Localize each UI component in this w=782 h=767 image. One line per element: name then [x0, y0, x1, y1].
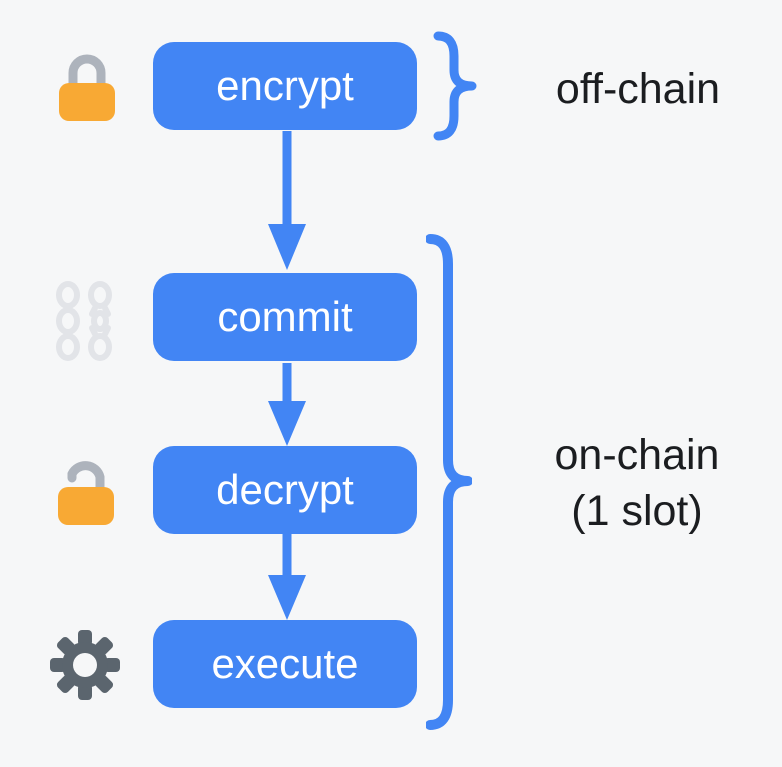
arrow-decrypt-to-execute [268, 534, 306, 620]
on-chain-label-line1: on-chain [554, 431, 720, 479]
on-chain-label: on-chain (1 slot) [517, 427, 757, 539]
gear-icon [50, 630, 120, 700]
node-commit: commit [153, 273, 417, 361]
broken-chain-icon [56, 281, 112, 361]
node-encrypt-label: encrypt [216, 62, 354, 109]
node-commit-label: commit [217, 293, 353, 340]
off-chain-label-text: off-chain [555, 65, 721, 113]
arrow-encrypt-to-commit [268, 131, 306, 270]
node-decrypt-label: decrypt [216, 466, 354, 513]
lock-closed-icon [59, 54, 115, 121]
on-chain-brace [426, 234, 472, 730]
node-execute-label: execute [211, 640, 359, 687]
node-execute: execute [153, 620, 417, 708]
node-decrypt: decrypt [153, 446, 417, 534]
lock-open-icon [58, 461, 114, 525]
on-chain-label-line2: (1 slot) [571, 487, 703, 535]
node-encrypt: encrypt [153, 42, 417, 130]
arrow-commit-to-decrypt [268, 363, 306, 446]
off-chain-label: off-chain [518, 61, 758, 117]
off-chain-brace [433, 31, 477, 141]
